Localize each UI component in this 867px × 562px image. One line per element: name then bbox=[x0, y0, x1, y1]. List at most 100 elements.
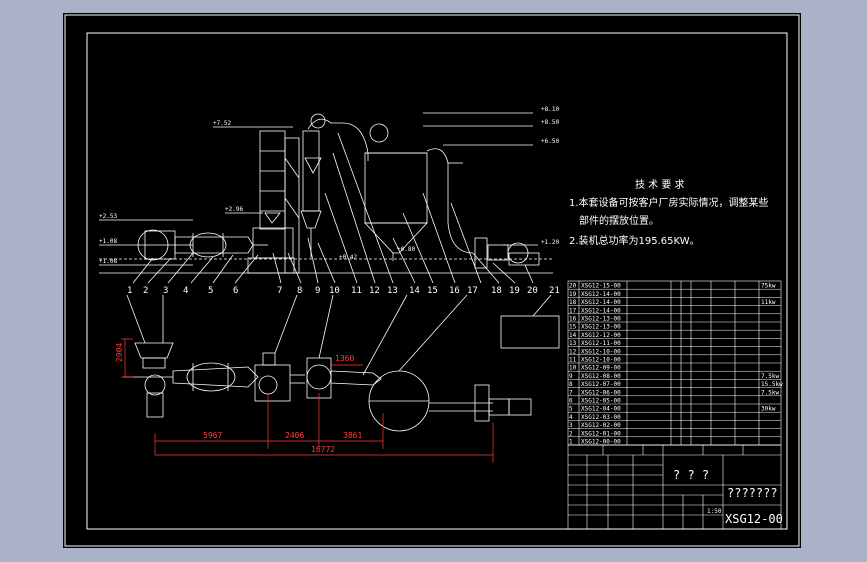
dim-d4: 1360 bbox=[335, 354, 354, 363]
parts-row-remark: 7.5kw bbox=[761, 373, 779, 380]
parts-row-code: XSG12-11-00 bbox=[581, 340, 621, 347]
parts-row-code: XSG12-07-00 bbox=[581, 381, 621, 388]
elev-label-10: +0.80 bbox=[397, 246, 415, 253]
callout-2: 2 bbox=[143, 286, 148, 296]
elev-label-1: +8.10 bbox=[541, 106, 559, 113]
parts-row-code: XSG12-00-00 bbox=[581, 439, 621, 446]
parts-row-no: 19 bbox=[569, 291, 577, 298]
elev-label-8: +1.08 bbox=[99, 258, 117, 265]
drawing-scale: 1:50 bbox=[707, 508, 722, 515]
dim-total: 16772 bbox=[311, 445, 335, 454]
elev-label-3: +6.50 bbox=[541, 138, 559, 145]
callout-9: 9 bbox=[315, 286, 320, 296]
dim-height: 2004 bbox=[115, 343, 124, 362]
parts-row-code: XSG12-14-00 bbox=[581, 307, 621, 314]
dim-d3: 3861 bbox=[343, 431, 362, 440]
parts-row-code: XSG12-02-00 bbox=[581, 422, 621, 429]
elev-label-2: +8.50 bbox=[541, 119, 559, 126]
callout-16: 16 bbox=[449, 286, 460, 296]
parts-row-no: 6 bbox=[569, 398, 573, 405]
callout-21: 21 bbox=[549, 286, 560, 296]
title-block bbox=[567, 444, 782, 530]
parts-row-no: 10 bbox=[569, 365, 577, 372]
elev-label-4: +7.52 bbox=[213, 120, 231, 127]
parts-row-remark: 15.5kw bbox=[761, 381, 783, 388]
elev-label-5: +2.96 bbox=[225, 206, 243, 213]
parts-row-no: 13 bbox=[569, 340, 577, 347]
callout-11: 11 bbox=[351, 286, 362, 296]
parts-row-code: XSG12-08-00 bbox=[581, 373, 621, 380]
tech-note-line-3: 2.装机总功率为195.65KW。 bbox=[569, 234, 700, 247]
parts-row-no: 11 bbox=[569, 357, 577, 364]
parts-row-code: XSG12-14-00 bbox=[581, 291, 621, 298]
outer-frame bbox=[64, 14, 800, 547]
callout-15: 15 bbox=[427, 286, 438, 296]
callout-row: 1 2 3 4 5 6 7 8 9 10 11 12 13 14 15 16 1… bbox=[127, 286, 560, 296]
parts-row-no: 7 bbox=[569, 389, 573, 396]
elev-label-11: +1.20 bbox=[541, 239, 559, 246]
dim-d2: 2406 bbox=[285, 431, 304, 440]
callout-6: 6 bbox=[233, 286, 238, 296]
dim-d1: 5967 bbox=[203, 431, 222, 440]
elev-label-9: +0.42 bbox=[339, 254, 357, 261]
elev-label-7: +1.08 bbox=[99, 238, 117, 245]
parts-row-remark: 7.5kw bbox=[761, 389, 779, 396]
callout-14: 14 bbox=[409, 286, 420, 296]
parts-row-no: 3 bbox=[569, 422, 573, 429]
parts-row-no: 12 bbox=[569, 348, 577, 355]
parts-row-code: XSG12-13-00 bbox=[581, 316, 621, 323]
parts-row-code: XSG12-15-00 bbox=[581, 283, 621, 290]
parts-row-no: 4 bbox=[569, 414, 573, 421]
cad-drawing: +8.10 +8.50 +6.50 +7.52 +2.96 +2.53 +1.0… bbox=[64, 14, 800, 547]
parts-row-code: XSG12-10-00 bbox=[581, 357, 621, 364]
callout-3: 3 bbox=[163, 286, 168, 296]
parts-row-no: 1 bbox=[569, 439, 573, 446]
parts-row-no: 14 bbox=[569, 332, 577, 339]
parts-row-no: 20 bbox=[569, 283, 577, 290]
callout-5: 5 bbox=[208, 286, 213, 296]
parts-row-code: XSG12-13-00 bbox=[581, 324, 621, 331]
title-marks: ? ? ? bbox=[673, 468, 709, 482]
parts-row-code: XSG12-05-00 bbox=[581, 398, 621, 405]
callout-18: 18 bbox=[491, 286, 502, 296]
callout-4: 4 bbox=[183, 286, 188, 296]
parts-row-code: XSG12-09-00 bbox=[581, 365, 621, 372]
elevation-view bbox=[99, 112, 553, 284]
parts-row-code: XSG12-01-00 bbox=[581, 430, 621, 437]
parts-row-remark: 30kw bbox=[761, 406, 776, 413]
parts-row-no: 2 bbox=[569, 430, 573, 437]
parts-row-no: 15 bbox=[569, 324, 577, 331]
callout-7: 7 bbox=[277, 286, 282, 296]
callout-1: 1 bbox=[127, 286, 132, 296]
plan-dimensions bbox=[121, 338, 494, 463]
drawing-number: XSG12-00 bbox=[725, 512, 783, 526]
parts-row-code: XSG12-14-00 bbox=[581, 299, 621, 306]
tech-note-line-2: 部件的摆放位置。 bbox=[579, 214, 659, 227]
callout-8: 8 bbox=[297, 286, 302, 296]
elev-label-6: +2.53 bbox=[99, 213, 117, 220]
callout-13: 13 bbox=[387, 286, 398, 296]
parts-row-code: XSG12-10-00 bbox=[581, 348, 621, 355]
parts-row-no: 16 bbox=[569, 316, 577, 323]
parts-row-code: XSG12-12-00 bbox=[581, 332, 621, 339]
callout-17: 17 bbox=[467, 286, 478, 296]
parts-row-no: 17 bbox=[569, 307, 577, 314]
parts-row-no: 5 bbox=[569, 406, 573, 413]
tech-note-line-1: 1.本套设备可按客户厂房实际情况，调整某些 bbox=[569, 196, 769, 209]
drawing-name: ??????? bbox=[727, 486, 778, 500]
parts-row-remark: 11kw bbox=[761, 299, 776, 306]
tech-notes-title: 技 术 要 求 bbox=[635, 178, 685, 191]
parts-row-code: XSG12-04-00 bbox=[581, 406, 621, 413]
parts-row-no: 8 bbox=[569, 381, 573, 388]
parts-row-code: XSG12-06-00 bbox=[581, 389, 621, 396]
callout-19: 19 bbox=[509, 286, 520, 296]
parts-row-no: 9 bbox=[569, 373, 573, 380]
callout-20: 20 bbox=[527, 286, 538, 296]
control-cabinet bbox=[500, 315, 560, 349]
callout-12: 12 bbox=[369, 286, 380, 296]
cad-canvas: +8.10 +8.50 +6.50 +7.52 +2.96 +2.53 +1.0… bbox=[63, 13, 801, 548]
parts-row-no: 18 bbox=[569, 299, 577, 306]
parts-row-code: XSG12-03-00 bbox=[581, 414, 621, 421]
inner-frame bbox=[86, 32, 788, 530]
